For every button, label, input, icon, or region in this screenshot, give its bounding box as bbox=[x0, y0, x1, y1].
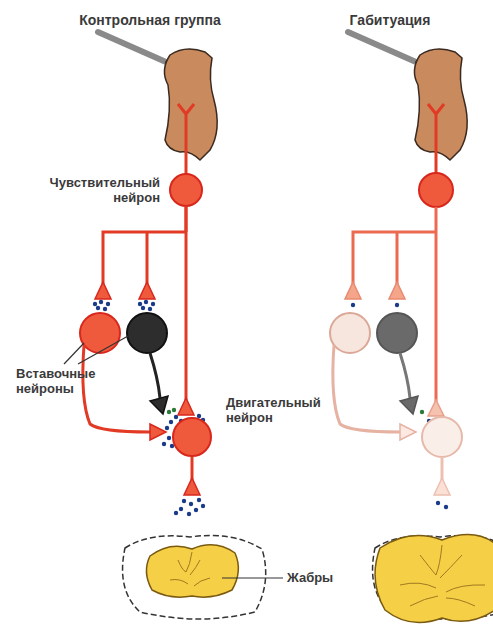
gill bbox=[146, 545, 238, 597]
dot bbox=[197, 414, 201, 418]
gill bbox=[375, 535, 493, 623]
transmitter-dots bbox=[174, 498, 205, 516]
probe-handle bbox=[98, 32, 166, 62]
interneuron bbox=[377, 313, 417, 353]
gill-fold bbox=[170, 552, 210, 586]
synapse-terminal bbox=[178, 398, 194, 415]
dot bbox=[174, 415, 178, 419]
dot bbox=[138, 302, 142, 306]
axon-connector bbox=[178, 207, 194, 415]
group-label: Вставочные нейроны bbox=[16, 366, 108, 396]
neuron-body bbox=[170, 174, 202, 206]
dot bbox=[167, 410, 171, 414]
sensory-neuron: Чувствительный нейрон bbox=[169, 173, 203, 207]
dot bbox=[99, 300, 103, 304]
dot bbox=[172, 408, 176, 412]
siphon bbox=[414, 49, 467, 160]
habituation-panel bbox=[330, 32, 493, 623]
interneuron bbox=[80, 313, 120, 353]
leader-line bbox=[64, 343, 84, 364]
probe-handle bbox=[348, 32, 416, 62]
interneuron bbox=[127, 313, 167, 353]
axon-branch bbox=[103, 207, 186, 284]
dot bbox=[395, 303, 399, 307]
gill-fold bbox=[400, 545, 485, 606]
leader-line bbox=[78, 336, 128, 364]
neuron-label: Чувствительный нейрон bbox=[30, 175, 160, 205]
dot bbox=[420, 410, 424, 414]
neuron-shape bbox=[169, 173, 203, 207]
dot bbox=[151, 302, 155, 306]
dot bbox=[96, 306, 100, 310]
synapse-terminal bbox=[434, 478, 450, 495]
dot bbox=[182, 499, 186, 503]
axon bbox=[435, 232, 438, 402]
dot bbox=[194, 508, 198, 512]
dot bbox=[169, 420, 173, 424]
dot bbox=[106, 302, 110, 306]
dot bbox=[174, 511, 178, 515]
dot bbox=[187, 512, 191, 516]
dot bbox=[436, 501, 440, 505]
part-label: Жабры bbox=[287, 570, 367, 585]
dot bbox=[189, 502, 193, 506]
interneuron bbox=[330, 313, 370, 353]
dot bbox=[351, 303, 355, 307]
synapse-terminal bbox=[400, 396, 418, 414]
axon-branch bbox=[353, 207, 436, 284]
synapse-terminal bbox=[150, 396, 168, 414]
interneuron-axon bbox=[150, 353, 160, 398]
motor-neuron: Двигательный нейрон bbox=[172, 417, 212, 457]
interneuron-axon bbox=[400, 353, 410, 398]
synapse-terminal bbox=[150, 424, 166, 440]
synapse-terminal bbox=[428, 400, 444, 416]
gill-outline bbox=[123, 536, 266, 620]
panel-title: Контрольная группа bbox=[20, 13, 280, 28]
panel-title: Габитуация bbox=[290, 13, 490, 28]
synapse-terminal bbox=[400, 424, 416, 440]
dot bbox=[167, 436, 171, 440]
transmitter-dots bbox=[93, 300, 155, 311]
synapse-terminal bbox=[345, 282, 361, 299]
neuron-body bbox=[173, 418, 211, 456]
control-panel bbox=[64, 32, 283, 619]
sensory-ending bbox=[428, 104, 444, 175]
dot bbox=[93, 302, 97, 306]
dot bbox=[148, 307, 152, 311]
synapse-terminal bbox=[95, 282, 111, 299]
dot bbox=[103, 307, 107, 311]
neuron-label: Двигательный нейрон bbox=[226, 395, 336, 425]
leader-line bbox=[222, 577, 283, 578]
synapse-terminal bbox=[389, 282, 405, 299]
dot bbox=[144, 300, 148, 304]
dot bbox=[162, 442, 166, 446]
dot bbox=[141, 306, 145, 310]
synapse-terminal bbox=[139, 282, 155, 299]
dot bbox=[444, 505, 448, 509]
interneuron-axon bbox=[83, 345, 150, 432]
motor-neuron bbox=[422, 417, 462, 457]
dot bbox=[197, 498, 201, 502]
siphon bbox=[164, 49, 217, 160]
axon-line bbox=[185, 207, 188, 400]
neuron-shape bbox=[172, 417, 212, 457]
sensory-neuron bbox=[419, 173, 453, 207]
interneuron-axon bbox=[333, 345, 400, 432]
sensory-ending bbox=[178, 104, 194, 175]
synapse-terminal bbox=[184, 478, 200, 495]
dot bbox=[179, 507, 183, 511]
dot bbox=[165, 426, 169, 430]
dot bbox=[201, 504, 205, 508]
